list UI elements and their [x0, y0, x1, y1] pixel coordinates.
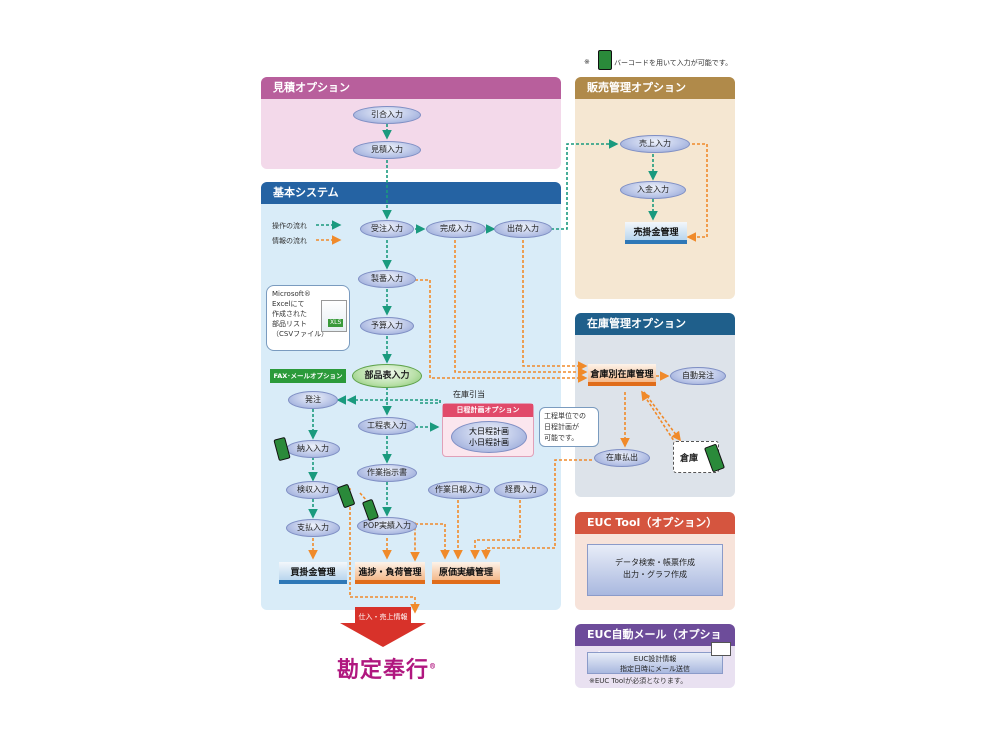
euc-mail-line2: 指定日時にメール送信 — [620, 665, 690, 673]
ledger-shinchoku: 進捗・負荷管理 — [355, 562, 425, 584]
node-sagyonippo: 作業日報入力 — [428, 481, 490, 499]
euc-mail-note: ※EUC Toolが必須となります。 — [589, 677, 688, 685]
node-uriage: 売上入力 — [620, 135, 690, 153]
barcode-note-text: バーコードを用いて入力が可能です。 — [614, 59, 733, 67]
node-buhinhyo: 部品表入力 — [352, 364, 422, 388]
node-jidohatchu: 自動発注 — [670, 367, 726, 385]
xls-badge: XLS — [328, 319, 344, 327]
node-nyuka: 納入入力 — [286, 440, 340, 458]
node-seiban: 製番入力 — [358, 270, 416, 288]
node-kansei: 完成入力 — [426, 220, 486, 238]
schedule-option-title: 日程計画オプション — [443, 404, 533, 417]
brand-registered-mark: ® — [429, 661, 438, 671]
euc-mail-line1: EUC設計情報 — [633, 655, 677, 663]
inventory-option-panel: 在庫管理オプション — [575, 313, 735, 497]
ledger-urikake: 売掛金管理 — [625, 222, 687, 244]
zaiko-hikiate-label: 在庫引当 — [453, 390, 485, 399]
euc-mail-panel: EUC自動メール（オプション） EUC設計情報 指定日時にメール送信 ※EUC … — [575, 624, 735, 688]
excel-line1: Microsoft® — [272, 290, 311, 298]
legend-operation-label: 操作の流れ — [272, 222, 307, 230]
node-kenshu: 検収入力 — [286, 481, 340, 499]
purchase-sales-info-label: 仕入・売上情報 — [358, 613, 408, 621]
schedule-oval: 大日程計画 小日程計画 — [451, 421, 527, 453]
euc-tool-title: EUC Tool（オプション） — [575, 512, 735, 534]
fax-mail-option-label: FAX･メールオプション — [270, 369, 346, 383]
basic-system-title: 基本システム — [261, 182, 561, 204]
euc-tool-line1: データ検索・帳票作成 — [615, 558, 695, 567]
warehouse-label: 倉庫 — [680, 454, 699, 464]
node-zaikoharaidashi: 在庫払出 — [594, 449, 650, 467]
mail-envelope-icon — [711, 642, 731, 656]
legend-information-label: 情報の流れ — [272, 237, 307, 245]
brand-logo: 勘定奉行® — [337, 652, 437, 684]
ledger-kaikake: 買掛金管理 — [279, 562, 347, 584]
ledger-genka: 原価実績管理 — [432, 562, 500, 584]
node-juchu: 受注入力 — [360, 220, 414, 238]
schedule-callout: 工程単位での 日程計画が 可能です。 — [539, 407, 599, 447]
excel-line2: Excelにて — [272, 300, 305, 308]
euc-mail-content: EUC設計情報 指定日時にメール送信 — [587, 652, 723, 674]
inventory-option-title: 在庫管理オプション — [575, 313, 735, 335]
node-nyukin: 入金入力 — [620, 181, 686, 199]
callout-line1: 工程単位での — [544, 412, 586, 420]
euc-tool-content: データ検索・帳票作成 出力・グラフ作成 — [587, 544, 723, 596]
euc-tool-line2: 出力・グラフ作成 — [623, 570, 687, 579]
estimate-option-title: 見積オプション — [261, 77, 561, 99]
purchase-sales-info-arrow — [340, 607, 426, 647]
node-shiharai: 支払入力 — [286, 519, 340, 537]
euc-tool-panel: EUC Tool（オプション） データ検索・帳票作成 出力・グラフ作成 — [575, 512, 735, 610]
excel-line4: 部品リスト — [272, 320, 307, 328]
node-shukka: 出荷入力 — [494, 220, 552, 238]
schedule-line1: 大日程計画 — [469, 427, 509, 436]
node-hikiai: 引合入力 — [353, 106, 421, 124]
barcode-note: ※ バーコードを用いて入力が可能です。 — [580, 50, 745, 72]
ledger-soukobetsu: 倉庫別在庫管理 — [588, 364, 656, 386]
excel-line3: 作成された — [272, 310, 307, 318]
node-koteihyo: 工程表入力 — [358, 417, 416, 435]
callout-line2: 日程計画が — [544, 423, 579, 431]
excel-callout: Microsoft® Excelにて 作成された 部品リスト （CSVファイル）… — [266, 285, 350, 351]
node-yosan: 予算入力 — [360, 317, 414, 335]
node-sagyoshiji: 作業指示書 — [357, 464, 417, 482]
callout-line3: 可能です。 — [544, 434, 579, 442]
schedule-line2: 小日程計画 — [469, 438, 509, 447]
sales-option-title: 販売管理オプション — [575, 77, 735, 99]
barcode-scanner-icon — [598, 50, 612, 70]
node-keihi: 経費入力 — [494, 481, 548, 499]
node-pop: POP実績入力 — [357, 517, 417, 535]
xls-file-icon: XLS — [321, 300, 347, 332]
excel-line5: （CSVファイル） — [272, 330, 329, 338]
schedule-option-box: 日程計画オプション 大日程計画 小日程計画 — [442, 403, 534, 457]
node-hatchu: 発注 — [288, 391, 338, 409]
node-mitsumori: 見積入力 — [353, 141, 421, 159]
brand-logo-text: 勘定奉行 — [337, 657, 430, 683]
